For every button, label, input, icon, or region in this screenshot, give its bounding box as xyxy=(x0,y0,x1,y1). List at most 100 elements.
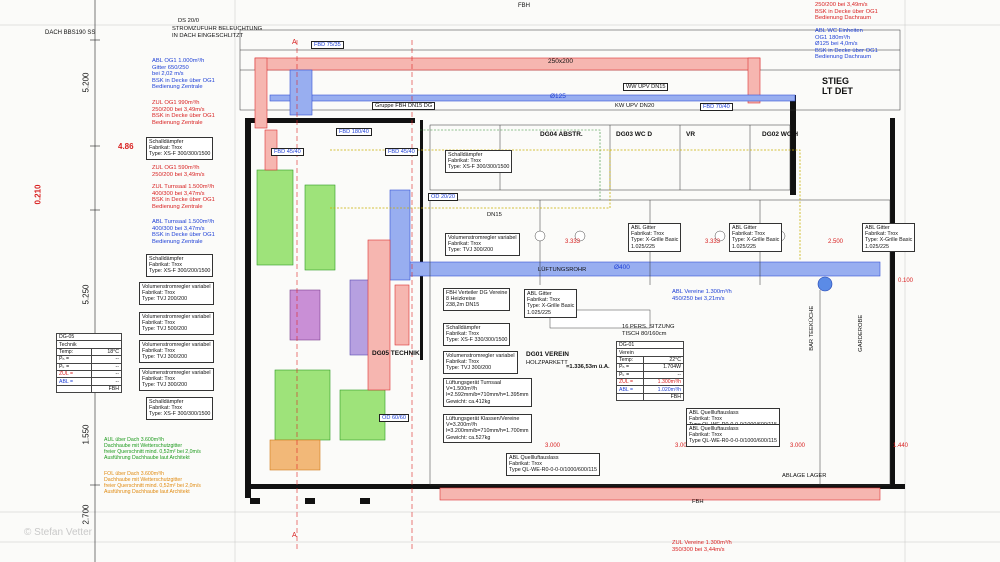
watermark: © Stefan Vetter xyxy=(24,527,92,538)
dim-5200: 5.200 xyxy=(81,72,91,93)
dg01-title: DG-01 xyxy=(616,340,684,350)
axis-a-top: A xyxy=(292,39,297,46)
dg05-key: ZUL = xyxy=(56,369,92,379)
tag-fbh-group: Gruppe FBH DN15 DG xyxy=(372,102,436,110)
tag-duct-250x200: 250x200 xyxy=(548,58,573,65)
tag-duct-125: Ø125 xyxy=(550,93,566,100)
room-meeting: 16 PERS. SITZUNG TISCH 80/160cm xyxy=(622,324,675,337)
note-silencer-center-2: Schalldämpfer Fabrikat: Trox Type: XS-F … xyxy=(443,323,511,346)
room-wc-h: DG02 WC H xyxy=(762,131,799,138)
room-table-dg01: DG-01 Verein Temp:22°C Pₕ =1.704W Pₖ =--… xyxy=(616,340,685,402)
dg01-key: ZUL = xyxy=(616,377,644,387)
dg05-val: -- xyxy=(90,362,123,371)
dim-1440: 1.440 xyxy=(893,443,909,449)
note-zul-dachraum: 250/200 bei 3,49m/s BSK in Decke über OG… xyxy=(815,2,878,22)
left-dimension-line xyxy=(90,0,100,562)
dg01-footer: FBH xyxy=(642,392,685,402)
dg01-key: Pₕ = xyxy=(616,363,644,372)
dg05-val: 18°C xyxy=(90,347,123,357)
room-vr: VR xyxy=(686,131,696,138)
tag-od-20-20: OD 20/20 xyxy=(428,193,458,201)
fbh-bottom: FBH xyxy=(692,499,704,505)
note-abl-turnsaal: ABL Turnsaal 1.500m³/h 400/300 bei 3,47m… xyxy=(152,219,215,245)
note-ahu-klassen: Lüftungsgerät Klassen/Vereine V=3.200m³/… xyxy=(443,414,532,443)
tag-fbd-45-40-b: FBD 45/40 xyxy=(385,148,418,156)
axis-a-bottom: A xyxy=(292,532,297,539)
note-vvr-1: Volumenstromregler variabel Fabrikat: Tr… xyxy=(139,282,214,305)
power-supply-note: STROMZUFUHR BELEUCHTUNG IN DACH EINGESCH… xyxy=(172,26,263,39)
dg05-key: Pₖ = xyxy=(56,362,92,371)
room-dg01-floor: HOLZPARKETT xyxy=(526,360,568,366)
dg01-val: 1.020m³/h xyxy=(642,385,685,394)
note-abl-vereine: ABL Vereine 1.300m³/h 450/250 bei 3,21m/… xyxy=(672,289,732,302)
note-abl-grille-3: ABL Gitter Fabrikat: Trox Type: X-Grille… xyxy=(729,223,783,252)
dg01-val: 1.704W xyxy=(642,363,685,372)
dim-0210: 0.210 xyxy=(33,184,43,205)
roof-note: DACH BBS190 SS xyxy=(45,30,96,36)
dim-2700: 2.700 xyxy=(81,504,91,525)
note-zul-og1-b: ZUL OG1 590m³/h 250/200 bei 3,49m/s xyxy=(152,165,205,178)
note-zul-turnsaal: ZUL Turnsaal 1.500m³/h 400/300 bei 3,47m… xyxy=(152,184,215,210)
room-lager: ABLAGE LAGER xyxy=(782,473,827,479)
dim-0100: 0.100 xyxy=(898,278,914,284)
dg05-val: -- xyxy=(90,355,123,364)
dg01-key: ABL = xyxy=(616,385,644,394)
tag-duct-400: Ø400 xyxy=(614,264,630,271)
note-fbh-distributor: FBH Verteiler DG Vereine 8 Heizkreise 23… xyxy=(443,288,511,311)
tag-fbd-75-35: FBD 75/35 xyxy=(311,41,344,49)
dim-2500: 2.500 xyxy=(828,239,844,245)
room-bar: BAR TEEKÜCHE xyxy=(809,305,816,351)
note-vvr-3: Volumenstromregler variabel Fabrikat: Tr… xyxy=(139,340,214,363)
note-silencer-3: Schalldämpfer Fabrikat: Trox Type: XS-F … xyxy=(146,397,214,420)
ds-note: DS 20/0 xyxy=(178,18,199,24)
note-displacement-3: ABL Quellluftauslass Fabrikat: Trox Type… xyxy=(686,424,780,447)
dg05-name: Technik xyxy=(56,340,122,349)
note-zul-og1: ZUL OG1 990m³/h 250/200 bei 3,49m/s BSK … xyxy=(152,100,215,126)
tag-fbd-70-40: FBD 70/40 xyxy=(700,103,733,111)
dim-3000c: 3.000 xyxy=(790,443,806,449)
fresh-air-duct xyxy=(256,169,386,441)
note-silencer-1: Schalldämpfer Fabrikat: Trox Type: XS-F … xyxy=(146,137,214,160)
room-table-dg05: DG-05 Technik Temp:18°C Pₕ =-- Pₖ =-- ZU… xyxy=(56,332,123,394)
dg01-key: Temp: xyxy=(616,355,644,365)
dim-5250: 5.250 xyxy=(81,284,91,305)
room-dg04: DG04 ABSTR. xyxy=(540,131,583,138)
note-displacement-1: ABL Quellluftauslass Fabrikat: Trox Type… xyxy=(506,453,600,476)
dg05-key: Pₕ = xyxy=(56,355,92,364)
dg05-title: DG-05 xyxy=(56,332,122,342)
dg05-key: ABL = xyxy=(56,377,92,386)
dg05-key: Temp: xyxy=(56,347,92,357)
note-vvr-center-2: Volumenstromregler variabel Fabrikat: Tr… xyxy=(443,351,518,374)
dg01-key: Pₖ = xyxy=(616,370,644,379)
tag-fbd-180-40: FBD 180/40 xyxy=(336,128,372,136)
dg01-name: Verein xyxy=(616,348,684,357)
note-silencer-2: Schalldämpfer Fabrikat: Trox Type: XS-F … xyxy=(146,254,214,277)
note-abl-wc: ABL WC Einheiten OG1 180m³/h Ø125 bei 4,… xyxy=(815,28,878,61)
tag-lueftungsrohr: LÜFTUNGSROHR xyxy=(538,267,587,273)
dim-486: 4.86 xyxy=(118,142,134,151)
room-dg01: DG01 VEREIN xyxy=(526,351,569,358)
note-abl-grille-4: ABL Gitter Fabrikat: Trox Type: X-Grille… xyxy=(862,223,916,252)
room-dg01-level: =1.336,53m ü.A. xyxy=(566,364,610,370)
dim-3000b: 3.000 xyxy=(675,443,691,449)
note-abl-og1: ABL OG1 1.000m³/h Gitter 650/250 bei 2,0… xyxy=(152,58,215,91)
walls xyxy=(245,95,905,498)
note-zul-vereine: ZUL Vereine 1.300m³/h 350/300 bei 3,44m/… xyxy=(672,540,732,553)
note-ahu-turnsaal: Lüftungsgerät Turnsaal V=1.500m³/h l=2.5… xyxy=(443,378,532,407)
exhaust-duct xyxy=(269,69,881,281)
tag-ww-upv: WW UPV DN15 xyxy=(623,83,669,91)
dim-1550: 1.550 xyxy=(81,424,91,445)
dim-3333a: 3.333 xyxy=(565,239,581,245)
note-aul: AUL über Dach 3.600m³/h Dachhaube mit We… xyxy=(104,437,201,461)
tag-od-60-60: OD 60/60 xyxy=(379,414,409,422)
dg05-val: -- xyxy=(90,377,123,386)
fbh-top: FBH xyxy=(518,3,530,9)
note-vvr-2: Volumenstromregler variabel Fabrikat: Tr… xyxy=(139,312,214,335)
dg01-val: -- xyxy=(642,370,685,379)
note-fol: FOL über Dach 3.600m³/h Dachhaube mit We… xyxy=(104,471,201,495)
tag-dn15: DN15 xyxy=(487,212,502,218)
dg05-footer: FBH xyxy=(90,384,123,394)
dg01-val: 22°C xyxy=(642,355,685,365)
